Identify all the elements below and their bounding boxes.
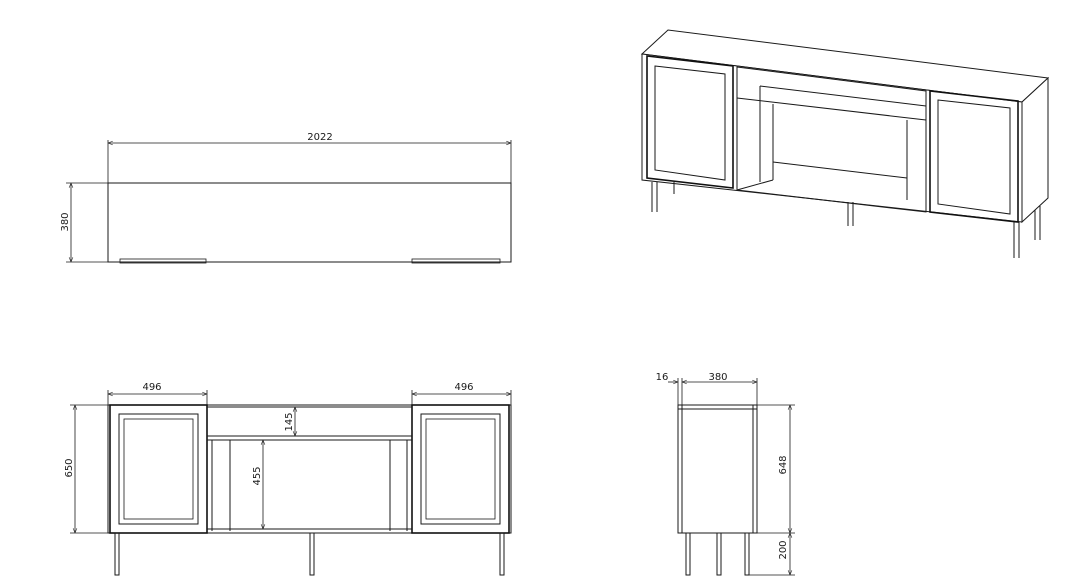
iso-bottom-edge <box>736 179 774 191</box>
dim-label-height: 650 <box>64 458 75 477</box>
foot-pad-left <box>119 258 207 264</box>
iso-right-side <box>1021 76 1049 224</box>
foot-pad-right <box>411 258 501 264</box>
front-leg-middle <box>309 532 315 576</box>
dim-label-thickness: 16 <box>656 372 669 383</box>
side-view: 16 380 648 200 <box>656 372 795 576</box>
front-leg-right <box>499 532 505 576</box>
iso-right-door-panel <box>937 99 1011 215</box>
iso-left-door <box>646 55 734 189</box>
front-left-door <box>109 404 208 534</box>
front-left-door-panel <box>118 413 199 525</box>
dim-label-top-depth: 380 <box>60 212 71 231</box>
top-view: 2022 380 <box>60 132 512 264</box>
iso-shelf-back <box>759 85 927 107</box>
iso-shelf-front <box>736 97 927 121</box>
front-right-door-panel <box>420 413 501 525</box>
side-outline <box>677 404 758 534</box>
dim-label-left-door: 496 <box>142 382 161 393</box>
iso-right-door <box>929 90 1019 223</box>
iso-open-section <box>736 66 927 213</box>
dim-label-right-door: 496 <box>454 382 473 393</box>
dim-label-side-depth: 380 <box>708 372 727 383</box>
dim-label-body-height: 648 <box>778 455 789 474</box>
side-leg <box>685 532 691 576</box>
top-view-outline <box>107 182 512 263</box>
front-left-door-inner <box>123 418 194 520</box>
isometric-view <box>640 29 1050 258</box>
front-outline <box>107 404 512 534</box>
iso-bottom-back <box>772 161 908 179</box>
front-right-door-inner <box>425 418 496 520</box>
dim-label-open-section: 455 <box>252 466 263 485</box>
front-view: 496 496 650 145 455 <box>64 382 512 576</box>
front-right-door <box>411 404 510 534</box>
dim-label-top-shelf: 145 <box>284 412 295 431</box>
dim-label-leg-height: 200 <box>778 540 789 559</box>
dim-label-top-width: 2022 <box>307 132 332 143</box>
front-leg-left <box>114 532 120 576</box>
iso-left-door-panel <box>654 65 726 181</box>
side-leg <box>744 532 750 576</box>
side-leg <box>716 532 722 576</box>
